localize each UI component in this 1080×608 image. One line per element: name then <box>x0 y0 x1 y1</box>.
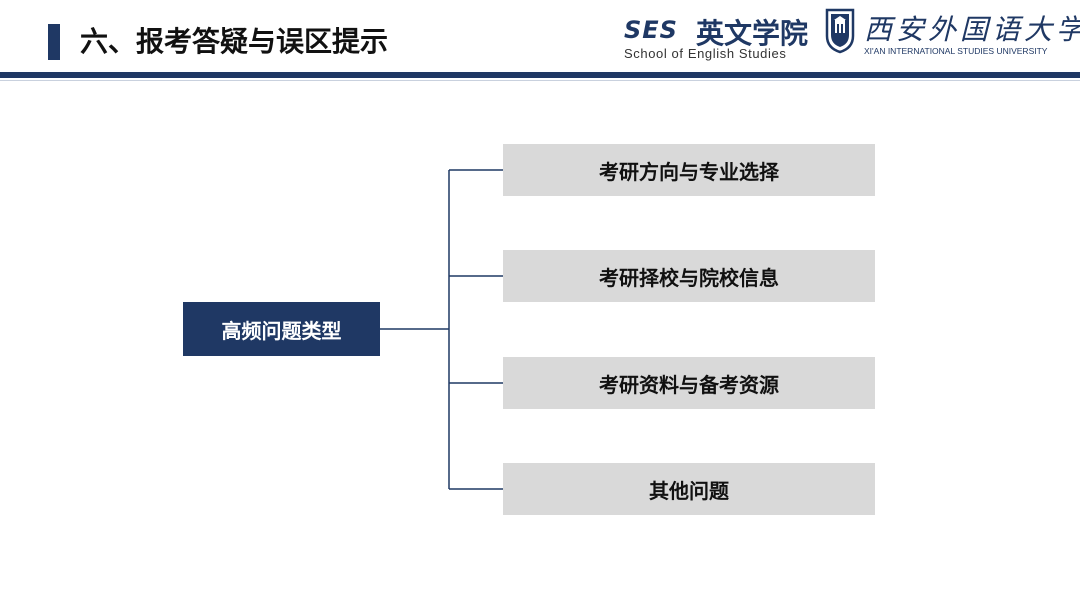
page-title: 六、报考答疑与误区提示 <box>80 25 389 58</box>
child-node-4: 其他问题 <box>503 463 875 515</box>
university-seal-icon <box>825 8 855 54</box>
xisu-logo-name-en: XI'AN INTERNATIONAL STUDIES UNIVERSITY <box>864 46 1048 56</box>
ses-logo: SES 英文学院 School of English Studies <box>622 10 808 66</box>
child-node-2: 考研择校与院校信息 <box>503 250 875 302</box>
ses-logo-name-en: School of English Studies <box>624 46 787 61</box>
root-node: 高频问题类型 <box>183 302 380 356</box>
ses-logo-mark: SES <box>624 16 678 44</box>
child-node-3: 考研资料与备考资源 <box>503 357 875 409</box>
title-accent-bar <box>48 24 60 60</box>
xisu-logo-name-cn: 西安外国语大学 <box>864 13 1080 46</box>
header-rule-thin <box>0 80 1080 81</box>
ses-logo-name-cn: 英文学院 <box>696 17 809 50</box>
header-rule <box>0 72 1080 78</box>
xisu-logo: 西安外国语大学 XI'AN INTERNATIONAL STUDIES UNIV… <box>824 6 1080 68</box>
child-node-1: 考研方向与专业选择 <box>503 144 875 196</box>
